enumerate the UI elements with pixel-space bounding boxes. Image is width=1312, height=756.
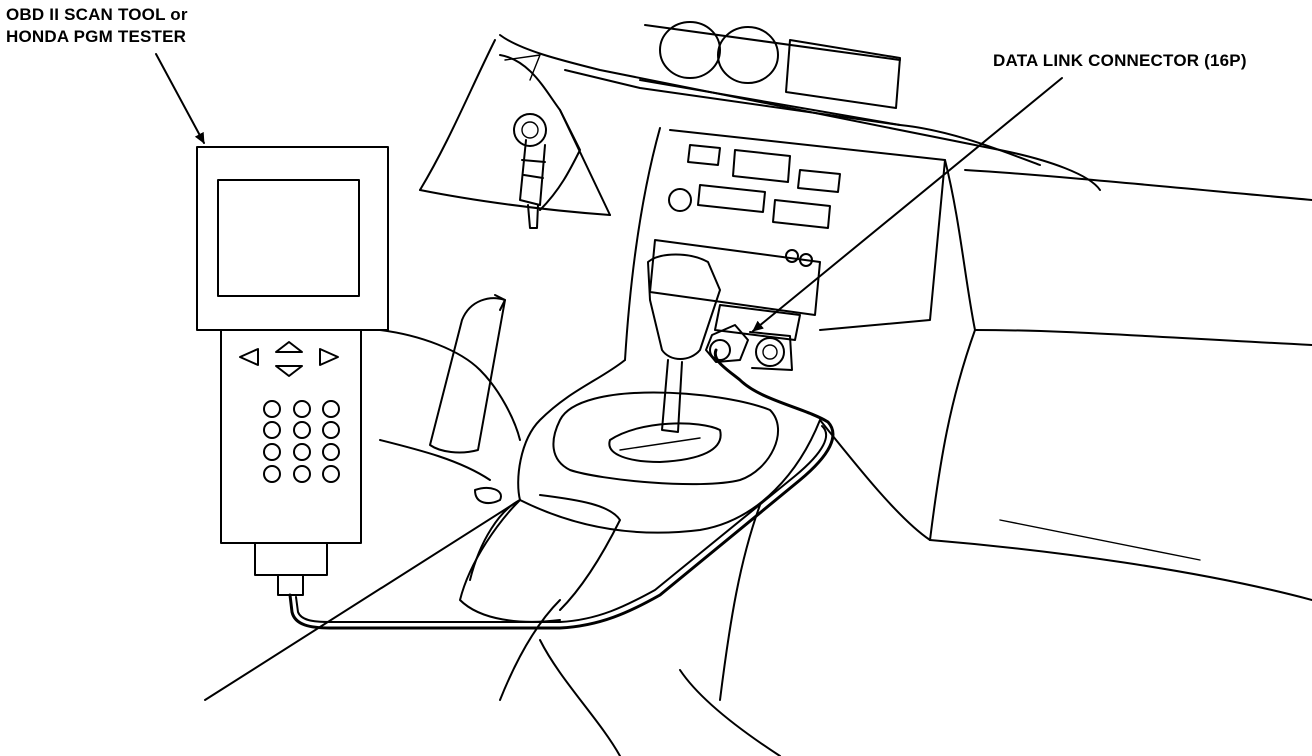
shift-lever: [552, 253, 780, 486]
scan-tool-cable-boot: [277, 574, 304, 596]
scan-tool-cable-inner: [295, 425, 827, 623]
scan-tool-label-line1: OBD II SCAN TOOL or: [6, 5, 188, 24]
up-arrow-key-icon: [275, 341, 303, 353]
dlc-leader-arrow: [752, 77, 1063, 332]
scan-tool-leader-arrow: [155, 53, 205, 144]
data-link-connector: [705, 324, 793, 371]
floor-line-center: [499, 599, 561, 701]
floor-line-left: [204, 499, 521, 701]
parking-brake: [379, 294, 521, 504]
down-arrow-key-icon: [275, 365, 303, 377]
scan-tool-cable: [288, 348, 835, 630]
scan-tool-screen: [217, 179, 360, 297]
scan-tool-plug: [254, 542, 328, 576]
scan-tool-callout: OBD II SCAN TOOL or HONDA PGM TESTER: [6, 4, 188, 48]
left-arrow-key-icon: [239, 348, 259, 366]
right-arrow-key-icon: [319, 348, 339, 366]
scan-tool-head: [196, 146, 389, 331]
keypad: [263, 400, 340, 483]
scan-tool-label-line2: HONDA PGM TESTER: [6, 27, 187, 46]
scan-tool: [196, 146, 389, 596]
dashboard: [419, 21, 1312, 601]
scan-tool-body: [220, 329, 362, 544]
dlc-callout: DATA LINK CONNECTOR (16P): [993, 51, 1247, 70]
